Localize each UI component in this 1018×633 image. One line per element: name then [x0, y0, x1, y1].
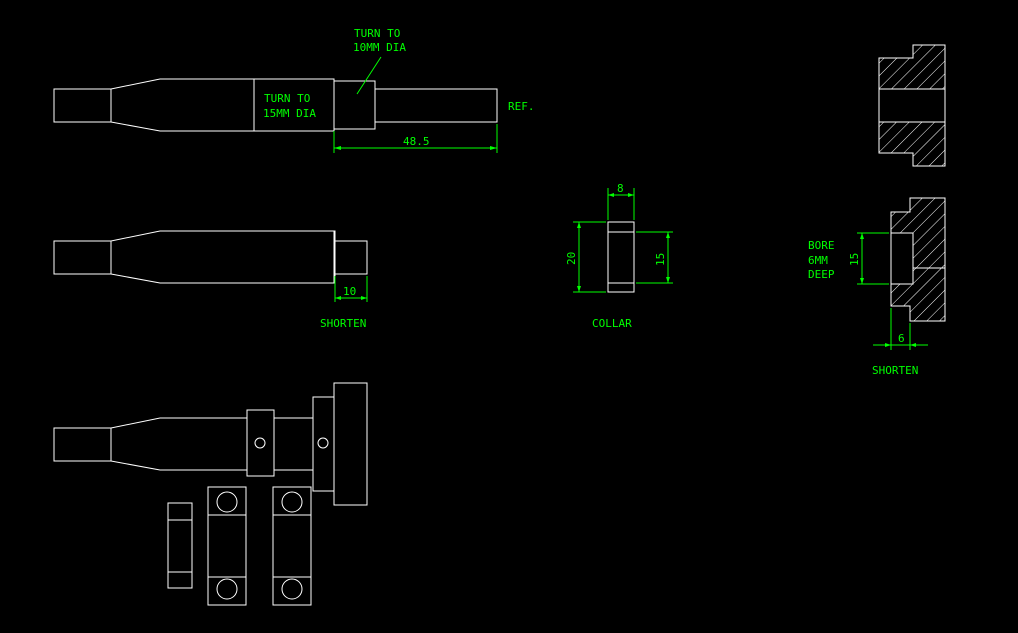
- section-part-original: [878, 44, 946, 167]
- bearing-left: [207, 486, 247, 606]
- dimension-collar-outer: 20: [565, 221, 606, 293]
- section-part-modified: 15 BORE 6MM DEEP 6 SHORTEN: [808, 197, 946, 377]
- bearing-right: [272, 486, 312, 606]
- svg-text:15: 15: [848, 253, 861, 266]
- note-bore-6mm-deep: BORE 6MM DEEP: [808, 239, 841, 281]
- leader-line: [356, 56, 382, 95]
- dimension-shaft-length: 48.5: [333, 124, 498, 153]
- svg-text:8: 8: [617, 182, 624, 195]
- svg-text:6: 6: [898, 332, 905, 345]
- svg-text:48.5: 48.5: [403, 135, 430, 148]
- dimension-shorten-length: 10: [334, 276, 368, 302]
- shaft-top-view: TURN TO 10MM DIA TURN TO 15MM DIA REF. 4…: [53, 27, 535, 153]
- note-turn-to-10mm: TURN TO 10MM DIA: [353, 27, 407, 54]
- svg-text:15: 15: [654, 253, 667, 266]
- dimension-shorten-amount: 6: [873, 308, 928, 350]
- dimension-collar-width: 8: [607, 182, 635, 220]
- note-ref: REF.: [508, 100, 535, 113]
- svg-text:20: 20: [565, 252, 578, 265]
- shaft-assembly-view: [53, 382, 368, 506]
- note-shorten-shaft: SHORTEN: [320, 317, 366, 330]
- collar-part: 8 20 15 COLLAR: [565, 182, 673, 330]
- note-turn-to-15mm: TURN TO 15MM DIA: [263, 92, 317, 120]
- bushing-part: [167, 502, 193, 589]
- svg-text:10: 10: [343, 285, 356, 298]
- note-collar: COLLAR: [592, 317, 632, 330]
- shaft-shorten-view: 10 SHORTEN: [53, 230, 368, 330]
- dimension-collar-inner: 15: [636, 231, 673, 284]
- dimension-bore-dia: 15: [848, 232, 889, 285]
- note-shorten-part: SHORTEN: [872, 364, 918, 377]
